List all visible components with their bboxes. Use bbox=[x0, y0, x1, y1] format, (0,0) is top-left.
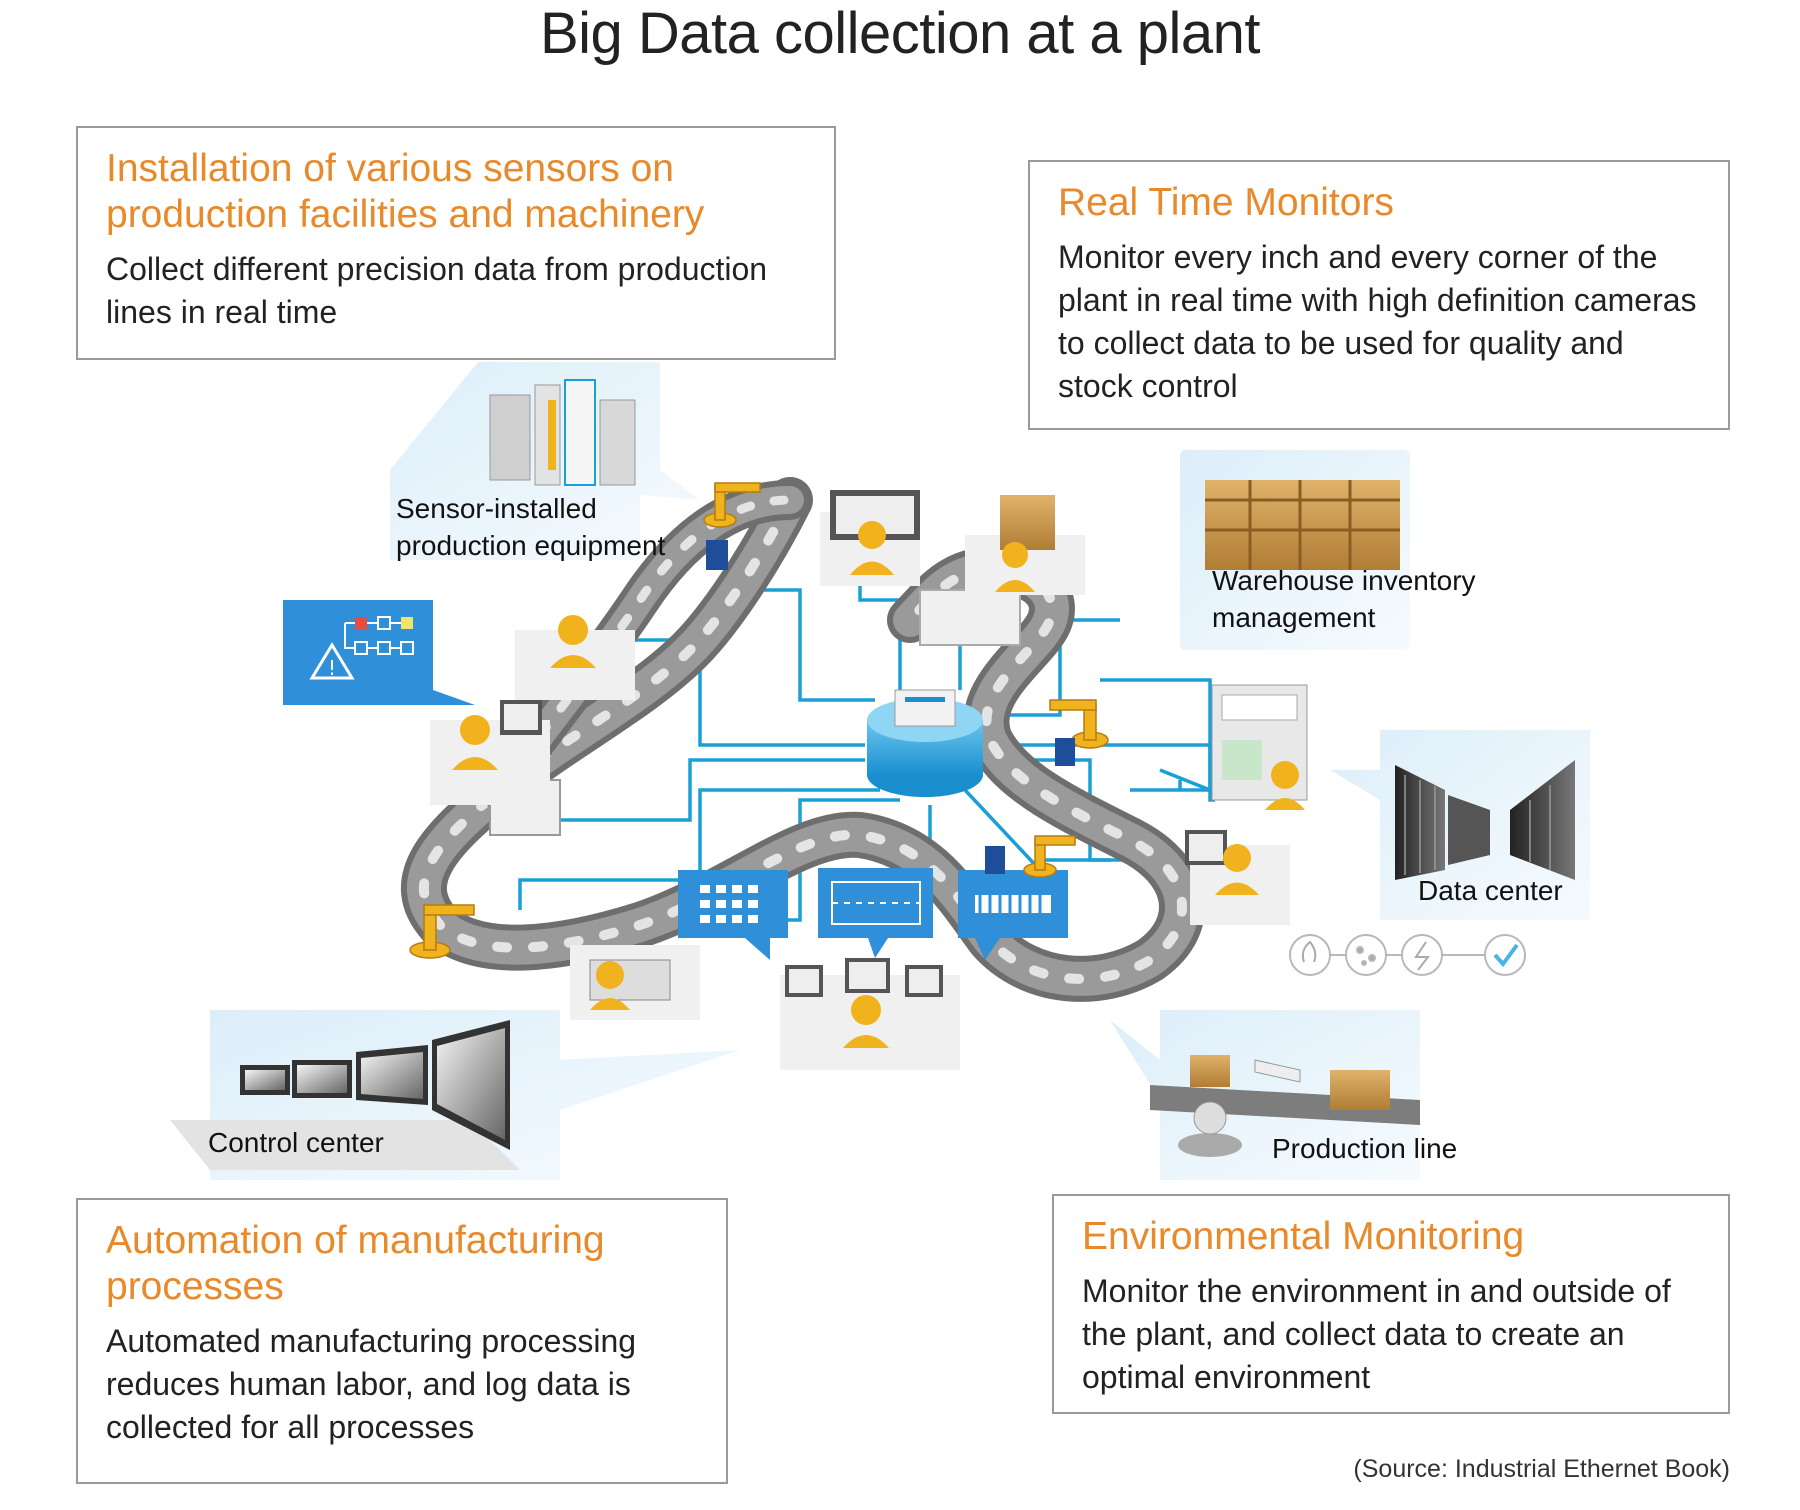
label-sensor-equipment: Sensor-installed production equipment bbox=[396, 493, 666, 561]
operator-station bbox=[820, 490, 920, 586]
status-icons bbox=[1289, 934, 1526, 976]
sensors-heading: Installation of various sensors on produ… bbox=[106, 147, 705, 236]
environment-info-box: Environmental Monitoring Monitor the env… bbox=[1052, 1194, 1730, 1414]
process-screen: ! bbox=[283, 600, 475, 705]
robot-arm bbox=[1023, 835, 1076, 878]
automation-heading: Automation of manufacturing processes bbox=[106, 1219, 605, 1308]
label-production-line: Production line bbox=[1272, 1133, 1458, 1164]
robot-arm bbox=[703, 482, 761, 528]
environment-text: Monitor the environment in and outside o… bbox=[1082, 1273, 1671, 1395]
environment-heading: Environmental Monitoring bbox=[1082, 1215, 1525, 1258]
sensor-equipment-illustration bbox=[489, 379, 636, 486]
operator-station bbox=[1185, 830, 1290, 925]
check-icon bbox=[1484, 934, 1526, 976]
data-hub-icon bbox=[867, 689, 983, 797]
dust-icon bbox=[1345, 934, 1387, 976]
robot-arm bbox=[409, 904, 475, 959]
lightning-icon bbox=[1401, 934, 1443, 976]
operator-station bbox=[965, 495, 1085, 595]
automation-text: Automated manufacturing processing reduc… bbox=[106, 1323, 637, 1445]
monitors-info-box: Real Time Monitors Monitor every inch an… bbox=[1028, 160, 1730, 430]
control-center-screens-illustration bbox=[170, 1020, 520, 1170]
sensors-info-box: Installation of various sensors on produ… bbox=[76, 126, 836, 360]
operator-station bbox=[780, 958, 960, 1070]
svg-text:!: ! bbox=[328, 656, 336, 680]
environment-unit-illustration bbox=[1211, 684, 1308, 810]
operator-station bbox=[515, 615, 635, 700]
label-warehouse: Warehouse inventory management bbox=[1212, 565, 1476, 633]
sensors-text: Collect different precision data from pr… bbox=[106, 251, 768, 330]
operator-station bbox=[570, 945, 700, 1020]
production-line-illustration bbox=[1150, 1055, 1420, 1157]
monitors-heading: Real Time Monitors bbox=[1058, 181, 1394, 224]
operator-stations bbox=[430, 490, 1290, 1070]
belt-machine bbox=[919, 589, 1021, 646]
page-title: Big Data collection at a plant bbox=[539, 1, 1261, 66]
source-note: (Source: Industrial Ethernet Book) bbox=[1353, 1455, 1730, 1483]
flame-icon bbox=[1289, 934, 1331, 976]
robot-arm bbox=[1049, 699, 1109, 749]
automation-info-box: Automation of manufacturing processes Au… bbox=[76, 1198, 728, 1484]
warning-icon: ! bbox=[309, 642, 355, 680]
process-screens bbox=[678, 868, 1068, 960]
data-center-racks-illustration bbox=[1395, 760, 1575, 880]
monitors-text: Monitor every inch and every corner of t… bbox=[1058, 239, 1697, 404]
operator-station bbox=[430, 700, 550, 805]
label-control-center: Control center bbox=[208, 1127, 384, 1158]
warehouse-shelves-illustration bbox=[1205, 480, 1400, 570]
robot-arms bbox=[409, 482, 1109, 959]
belt-items bbox=[706, 540, 1075, 874]
label-data-center: Data center bbox=[1418, 875, 1563, 906]
